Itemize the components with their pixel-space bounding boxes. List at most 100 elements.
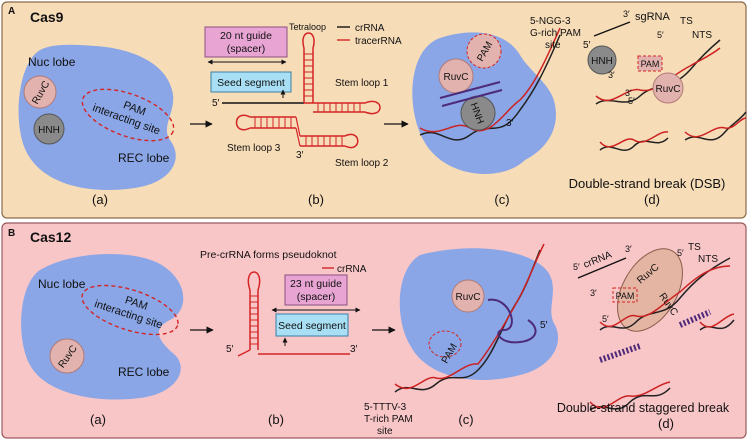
three-a-bd: 3′ bbox=[625, 244, 632, 254]
panel-a-cas9: A Cas9 Nuc lobe RuvC HNH PAM interacting… bbox=[1, 1, 747, 219]
pam-site-c-line3: site bbox=[545, 40, 561, 51]
sgrna-d-strand bbox=[593, 21, 631, 37]
pam-site-bc-line1: 5-TTTV-3 bbox=[364, 402, 407, 413]
panel-b-cas12: B Cas12 Nuc lobe PAM interacting site Ru… bbox=[1, 222, 747, 439]
tetraloop-base-pairs bbox=[304, 53, 313, 97]
ruvc-c-label: RuvC bbox=[443, 72, 468, 83]
stem-loop-2-label: Stem loop 2 bbox=[335, 158, 389, 169]
caption-b-a: (a) bbox=[90, 412, 106, 427]
caption-b-c: (c) bbox=[458, 412, 473, 427]
three-b-bd: 3′ bbox=[590, 288, 597, 298]
nts-d-label: NTS bbox=[692, 30, 712, 41]
caption-a-d: (d) bbox=[644, 192, 660, 207]
cas9-protein-structure: Nuc lobe RuvC HNH PAM interacting site R… bbox=[18, 44, 176, 190]
hnh-d-label: HNH bbox=[591, 56, 613, 67]
five-a-bd: 5′ bbox=[573, 262, 580, 272]
five-b-d: 5′ bbox=[657, 30, 664, 40]
sgrna-d-label: sgRNA bbox=[635, 11, 671, 23]
pseudoknot-label: Pre-crRNA forms pseudoknot bbox=[200, 249, 337, 261]
cas12-bd-body bbox=[617, 248, 683, 332]
stem-loop-2-pairs bbox=[305, 136, 343, 146]
cas9-protein-body bbox=[18, 44, 176, 190]
ruvc-d-label: RuvC bbox=[655, 84, 680, 95]
nuc-lobe-b-label: Nuc lobe bbox=[38, 277, 86, 291]
pam-site-c-line2: G-rich PAM bbox=[530, 28, 581, 39]
rec-lobe-b-label: REC lobe bbox=[118, 365, 170, 379]
panel-a-letter: A bbox=[8, 6, 15, 17]
crrna-pseudoknot: Pre-crRNA forms pseudoknot crRNA 23 nt g… bbox=[200, 249, 367, 357]
five-prime-label: 5′ bbox=[212, 98, 220, 109]
pam-bc bbox=[428, 330, 462, 358]
three-prime-label: 3′ bbox=[296, 150, 304, 161]
five-b-bd: 5′ bbox=[677, 248, 684, 258]
nts-bd-label: NTS bbox=[698, 254, 718, 265]
legend-tracrrna-label: tracerRNA bbox=[355, 36, 402, 47]
guide-label-line1: 20 nt guide bbox=[220, 30, 272, 42]
seed-label: Seed segment bbox=[217, 77, 285, 89]
pam-site-bc-line2: T-rich PAM bbox=[364, 414, 413, 425]
ruvc-bc bbox=[451, 279, 485, 313]
three-a-d: 3′ bbox=[623, 9, 630, 19]
hnh-domain bbox=[33, 113, 65, 145]
ruvc-b bbox=[49, 338, 85, 374]
caption-a-c: (c) bbox=[494, 192, 509, 207]
seed-b-label: Seed segment bbox=[278, 320, 346, 332]
guide-b-line1: 23 nt guide bbox=[290, 278, 342, 290]
crrna-c bbox=[487, 298, 537, 344]
panel-b-title: Cas12 bbox=[30, 229, 71, 245]
dna-helix-c bbox=[419, 27, 561, 141]
five-prime-bc: 5′ bbox=[540, 320, 548, 331]
stem-loop-3-label: Stem loop 3 bbox=[227, 143, 281, 154]
three-prime-c: 3′ bbox=[506, 118, 514, 129]
pam-c bbox=[466, 33, 502, 69]
rec-lobe-label: REC lobe bbox=[118, 151, 170, 165]
crrna-fragment-bd bbox=[599, 343, 641, 363]
stem-loop-1-pairs bbox=[317, 103, 361, 112]
pam-site-bc-line3: site bbox=[377, 426, 393, 437]
three-prime-b: 3′ bbox=[350, 344, 358, 355]
five-c-bd: 5′ bbox=[602, 314, 609, 324]
dna-helix-bc bbox=[394, 243, 545, 393]
ts-d-label: TS bbox=[680, 16, 693, 27]
crrna-fragment2-bd bbox=[678, 309, 712, 328]
panel-a-title: Cas9 bbox=[30, 9, 64, 25]
stem-loop-1-label: Stem loop 1 bbox=[335, 78, 389, 89]
hnh-d bbox=[587, 45, 617, 75]
legend-crrna-b-label: crRNA bbox=[337, 264, 367, 275]
cas9-cleavage: 3′ sgRNA 5′ HNH TS NTS 3′ 5′ PAM RuvC 3′ bbox=[569, 9, 747, 191]
ts-bd-label: TS bbox=[688, 242, 701, 253]
legend-crrna-label: crRNA bbox=[355, 23, 385, 34]
sgrna-structure: 20 nt guide (spacer) Tetraloop crRNA tra… bbox=[204, 22, 402, 169]
pseudoknot-pairs bbox=[250, 295, 258, 345]
pam-bd-label: PAM bbox=[616, 291, 635, 301]
panel-a-background bbox=[1, 1, 747, 219]
cas12-complex-body bbox=[399, 248, 559, 381]
five-c-d: 5′ bbox=[628, 96, 635, 106]
nuc-lobe-label: Nuc lobe bbox=[28, 55, 76, 69]
guide-box bbox=[204, 26, 288, 58]
pam-d-label: PAM bbox=[641, 59, 660, 69]
guide-b-box bbox=[284, 274, 348, 306]
seed-b-box bbox=[275, 313, 349, 337]
caption-a-b: (b) bbox=[308, 192, 324, 207]
caption-b-d: (d) bbox=[658, 416, 674, 431]
five-a-d: 5′ bbox=[583, 40, 591, 51]
pam-d bbox=[637, 55, 663, 72]
panel-b-letter: B bbox=[8, 228, 15, 239]
stem-loop-3-pairs bbox=[254, 117, 292, 128]
dna-helix-bd bbox=[589, 257, 735, 411]
dsb-label: Double-strand break (DSB) bbox=[569, 176, 726, 191]
hnh-label: HNH bbox=[38, 125, 60, 136]
three-c-d: 3′ bbox=[625, 88, 632, 98]
ruvc-bc-label: RuvC bbox=[455, 292, 480, 303]
ruvc-domain bbox=[23, 75, 57, 109]
pam-interacting-site-outline bbox=[81, 88, 175, 142]
cas9-dna-complex: RuvC PAM HNH 3′ 5-NGG-3 G-rich PAM site bbox=[412, 16, 581, 174]
pam-site-c-line1: 5-NGG-3 bbox=[530, 16, 571, 27]
pam-interacting-site-b-outline bbox=[81, 284, 179, 336]
seed-box bbox=[210, 71, 292, 93]
sgrna-c bbox=[439, 81, 503, 107]
cas12-dna-complex: RuvC PAM 5′ 5-TTTV-3 T-rich PAM site bbox=[364, 243, 559, 437]
ruvc-d bbox=[652, 72, 684, 104]
crrna-bd-strand bbox=[577, 257, 627, 279]
